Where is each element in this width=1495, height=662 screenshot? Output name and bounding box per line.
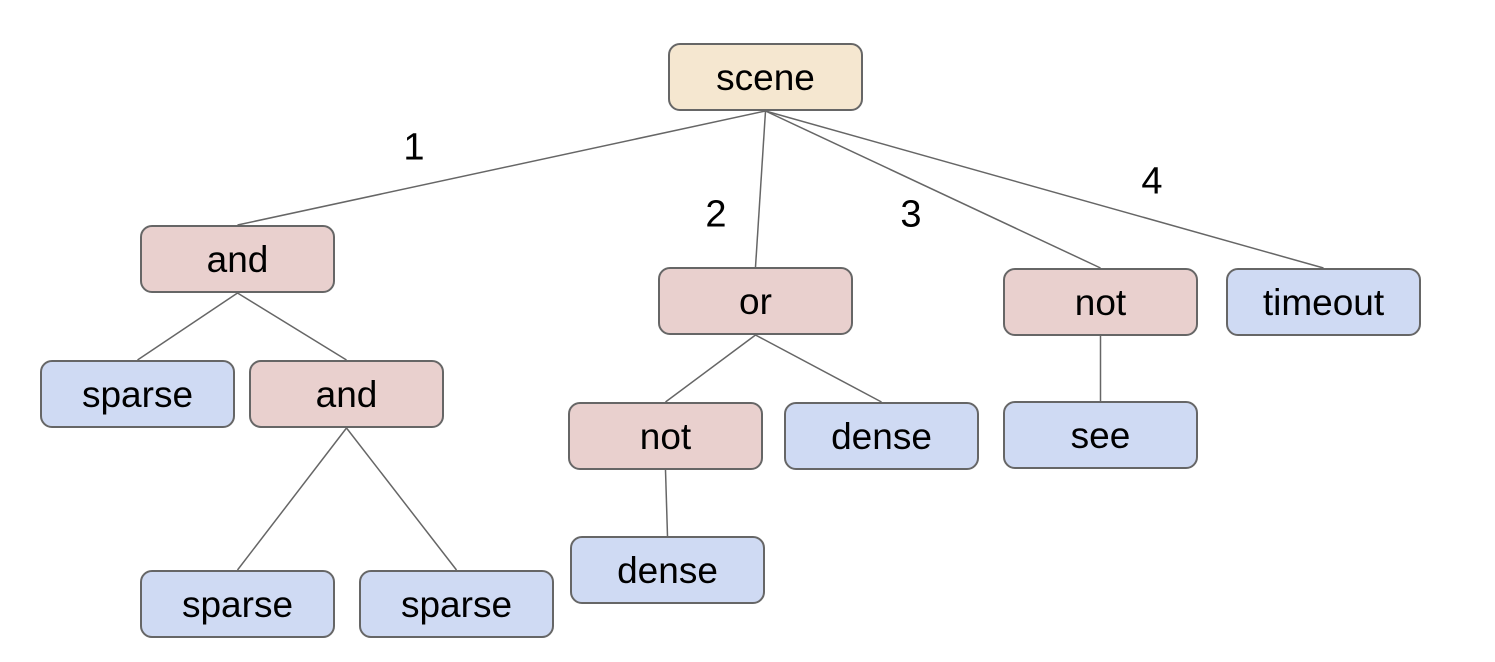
- node-not-2: not: [568, 402, 763, 470]
- node-not-1: not: [1003, 268, 1198, 336]
- edge-or-1-dense-1: [755, 334, 882, 403]
- edge-label-1: 1: [403, 126, 425, 169]
- edge-scene-or-1: [754, 110, 767, 268]
- edge-and-2-sparse-3: [345, 427, 458, 571]
- edge-and-1-and-2: [237, 292, 347, 361]
- node-scene: scene: [668, 43, 863, 111]
- edge-scene-not-1: [765, 110, 1101, 269]
- edge-label-2: 2: [705, 193, 727, 236]
- edge-label-4: 4: [1141, 160, 1163, 203]
- node-and-1: and: [140, 225, 335, 293]
- node-sparse-3: sparse: [359, 570, 554, 638]
- node-sparse-2: sparse: [140, 570, 335, 638]
- edge-and-1-sparse-1: [137, 292, 238, 361]
- node-sparse-1: sparse: [40, 360, 235, 428]
- edge-or-1-not-2: [665, 334, 756, 403]
- node-or-1: or: [658, 267, 853, 335]
- node-dense-1: dense: [784, 402, 979, 470]
- node-see-1: see: [1003, 401, 1198, 469]
- node-and-2: and: [249, 360, 444, 428]
- edge-scene-and-1: [237, 110, 766, 226]
- edge-not-2-dense-2: [664, 469, 669, 537]
- edge-and-2-sparse-2: [236, 427, 348, 571]
- node-timeout-1: timeout: [1226, 268, 1421, 336]
- edge-scene-timeout-1: [765, 110, 1324, 269]
- edge-label-3: 3: [900, 193, 922, 236]
- node-dense-2: dense: [570, 536, 765, 604]
